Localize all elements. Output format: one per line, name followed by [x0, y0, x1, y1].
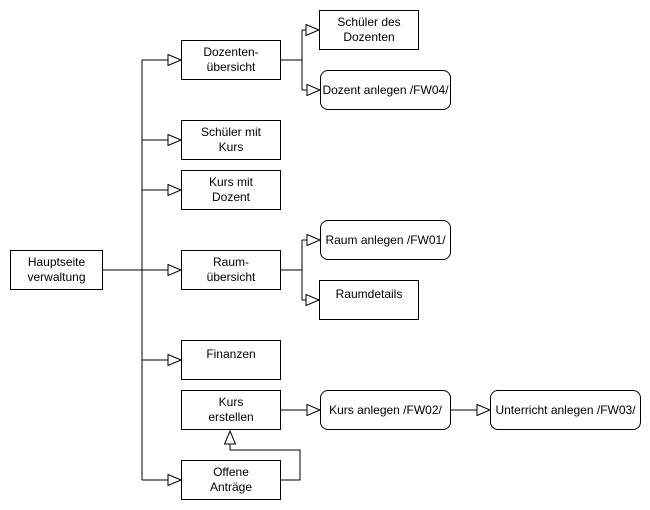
node-finanzen-label: Finanzen: [206, 347, 256, 361]
edge-offene-antraege-to-kurs-erstellen: [229, 444, 301, 481]
arrowhead-kurs-erstellen-up: [223, 429, 237, 445]
arrowhead-raum-uebersicht: [167, 263, 183, 277]
arrowhead-schueler-des-dozenten: [305, 23, 321, 37]
node-hauptseite-verwaltung: Hauptseite verwaltung: [10, 250, 103, 290]
node-dozenten-uebersicht-label: Dozenten- übersicht: [203, 45, 259, 74]
node-kurs-anlegen-fw02: Kurs anlegen /FW02/: [320, 390, 451, 430]
node-kurs-mit-dozent: Kurs mit Dozent: [181, 170, 281, 210]
node-finanzen: Finanzen: [181, 340, 281, 380]
node-schueler-mit-kurs: Schüler mit Kurs: [181, 120, 281, 160]
arrowhead-kurs-mit-dozent: [167, 183, 183, 197]
arrowhead-raum-anlegen: [306, 233, 322, 247]
node-hauptseite-verwaltung-label: Hauptseite verwaltung: [27, 255, 86, 284]
arrowhead-dozenten-uebersicht: [167, 53, 183, 67]
node-raum-uebersicht-label: Raum- übersicht: [206, 255, 256, 284]
node-dozent-anlegen-fw04-label: Dozent anlegen /FW04/: [322, 82, 449, 97]
node-raumdetails-label: Raumdetails: [335, 287, 403, 301]
edge-raum-to-children: [281, 239, 307, 301]
arrowhead-kurs-anlegen: [306, 403, 322, 417]
node-kurs-erstellen: Kurs erstellen: [181, 390, 281, 430]
node-kurs-mit-dozent-label: Kurs mit Dozent: [208, 175, 253, 204]
node-raum-uebersicht: Raum- übersicht: [181, 250, 281, 290]
edge-dozenten-to-children: [281, 29, 307, 91]
node-offene-antraege-label: Offene Anträge: [209, 465, 253, 494]
node-raum-anlegen-fw01-label: Raum anlegen /FW01/: [325, 232, 446, 247]
node-offene-antraege: Offene Anträge: [181, 460, 281, 500]
arrowhead-finanzen: [167, 353, 183, 367]
arrowhead-offene-antraege: [167, 473, 183, 487]
arrowhead-dozent-anlegen: [306, 83, 322, 97]
node-kurs-erstellen-label: Kurs erstellen: [208, 395, 254, 424]
node-dozent-anlegen-fw04: Dozent anlegen /FW04/: [320, 70, 451, 110]
arrowhead-unterricht-anlegen: [476, 403, 492, 417]
node-schueler-des-dozenten-label: Schüler des Dozenten: [337, 15, 401, 44]
node-unterricht-anlegen-fw03: Unterricht anlegen /FW03/: [490, 390, 641, 430]
node-dozenten-uebersicht: Dozenten- übersicht: [181, 40, 281, 80]
node-schueler-des-dozenten: Schüler des Dozenten: [319, 10, 419, 50]
node-unterricht-anlegen-fw03-label: Unterricht anlegen /FW03/: [495, 402, 636, 417]
arrowhead-schueler-mit-kurs: [167, 133, 183, 147]
node-schueler-mit-kurs-label: Schüler mit Kurs: [200, 125, 262, 154]
node-kurs-anlegen-fw02-label: Kurs anlegen /FW02/: [329, 402, 442, 417]
arrowhead-raumdetails: [305, 293, 321, 307]
node-raum-anlegen-fw01: Raum anlegen /FW01/: [320, 220, 451, 260]
node-raumdetails: Raumdetails: [319, 280, 419, 320]
